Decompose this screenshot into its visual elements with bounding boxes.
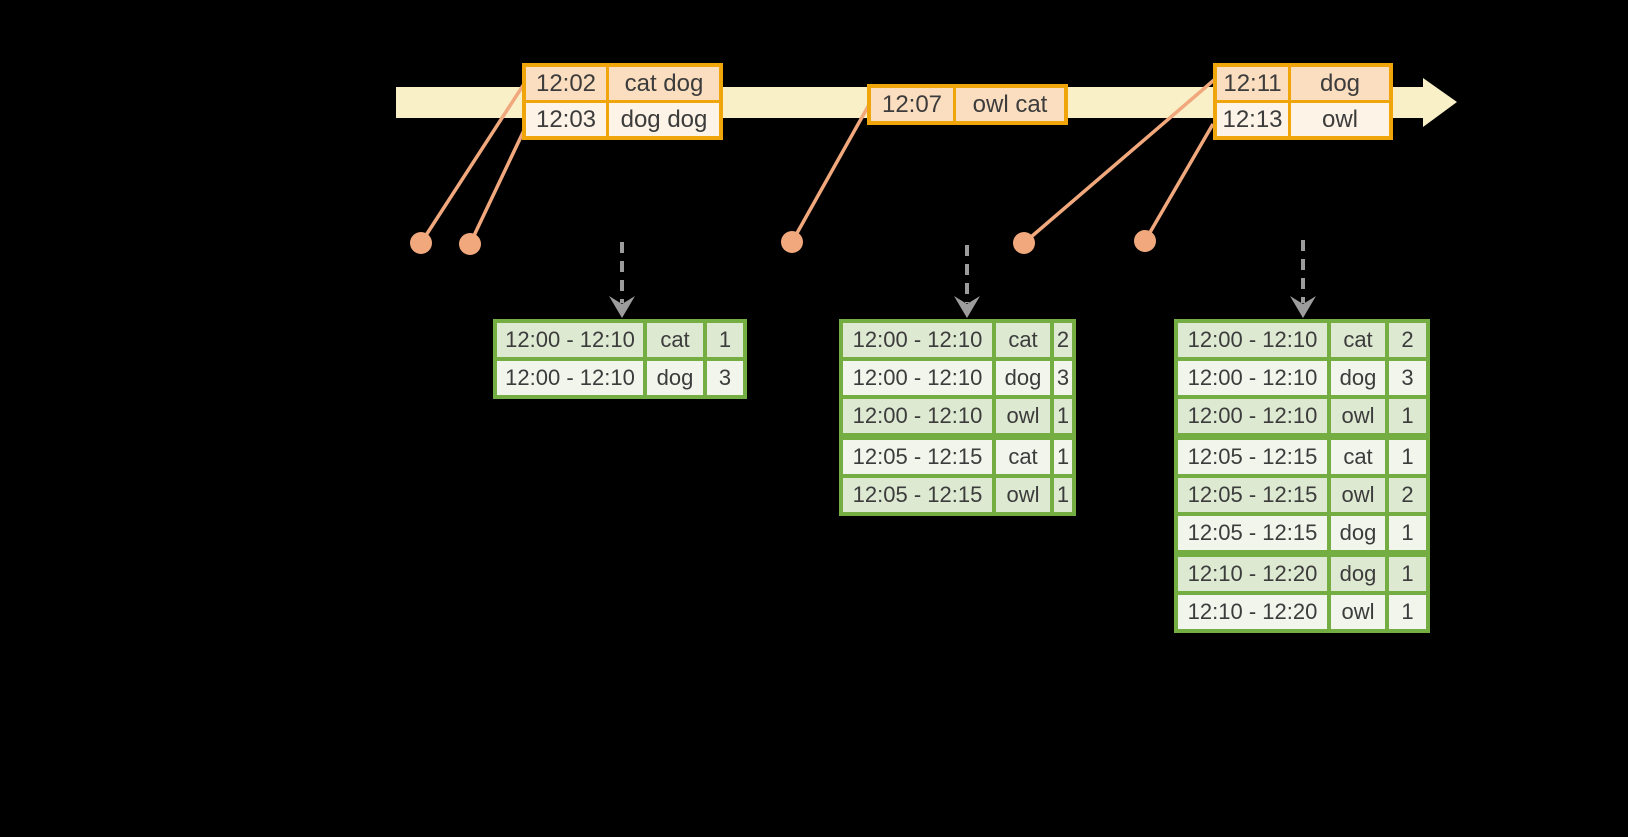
word-cell: dog — [1331, 516, 1385, 550]
word-cell: cat — [996, 440, 1050, 474]
window-cell: 12:00 - 12:10 — [497, 323, 643, 357]
connector-lines — [419, 78, 1216, 245]
time-cell: 12:03 — [526, 103, 606, 136]
count-cell: 1 — [1054, 440, 1072, 474]
count-cell: 1 — [1389, 557, 1426, 591]
word-cell: cat — [647, 323, 703, 357]
words-cell: dog dog — [609, 103, 719, 136]
word-cell: owl — [1331, 595, 1385, 629]
window-cell: 12:00 - 12:10 — [1178, 323, 1327, 357]
count-cell: 1 — [1389, 516, 1426, 550]
words-cell: owl cat — [956, 88, 1064, 121]
word-cell: dog — [996, 361, 1050, 395]
connector-line — [790, 102, 872, 243]
word-cell: dog — [1331, 361, 1385, 395]
window-cell: 12:00 - 12:10 — [497, 361, 643, 395]
window-cell: 12:05 - 12:15 — [1178, 478, 1327, 512]
event-dot — [1013, 232, 1035, 254]
arrow-down-icon — [609, 296, 635, 318]
connector-line — [1022, 78, 1216, 245]
window-cell: 12:05 - 12:15 — [1178, 440, 1327, 474]
count-cell: 3 — [1054, 361, 1072, 395]
time-cell: 12:02 — [526, 67, 606, 100]
connector-line — [419, 83, 526, 244]
count-cell: 1 — [707, 323, 743, 357]
word-cell: dog — [647, 361, 703, 395]
count-cell: 1 — [1389, 399, 1426, 433]
words-cell: owl — [1291, 103, 1389, 136]
event-dot — [410, 232, 432, 254]
time-cell: 12:07 — [871, 88, 953, 121]
words-cell: dog — [1291, 67, 1389, 100]
trigger-arrow-shafts — [620, 240, 1305, 303]
window-cell: 12:05 - 12:15 — [1178, 516, 1327, 550]
event-dot — [459, 233, 481, 255]
count-cell: 1 — [1389, 440, 1426, 474]
count-cell: 2 — [1389, 323, 1426, 357]
count-cell: 1 — [1389, 595, 1426, 629]
window-cell: 12:00 - 12:10 — [1178, 361, 1327, 395]
timeline-arrowhead-icon — [1423, 78, 1457, 127]
event-dot — [1134, 230, 1156, 252]
words-cell: cat dog — [609, 67, 719, 100]
event-dot — [781, 231, 803, 253]
word-cell: owl — [1331, 478, 1385, 512]
event-dots — [410, 230, 1156, 255]
window-cell: 12:00 - 12:10 — [1178, 399, 1327, 433]
count-cell: 1 — [1054, 399, 1072, 433]
window-cell: 12:00 - 12:10 — [843, 361, 992, 395]
count-cell: 1 — [1054, 478, 1072, 512]
word-cell: owl — [996, 478, 1050, 512]
time-cell: 12:11 — [1217, 67, 1288, 100]
window-cell: 12:05 - 12:15 — [843, 440, 992, 474]
window-cell: 12:10 - 12:20 — [1178, 595, 1327, 629]
word-cell: cat — [996, 323, 1050, 357]
arrow-down-icon — [954, 296, 980, 318]
word-cell: owl — [996, 399, 1050, 433]
time-cell: 12:13 — [1217, 103, 1288, 136]
word-cell: cat — [1331, 323, 1385, 357]
word-cell: dog — [1331, 557, 1385, 591]
count-cell: 3 — [1389, 361, 1426, 395]
count-cell: 2 — [1389, 478, 1426, 512]
count-cell: 3 — [707, 361, 743, 395]
window-cell: 12:00 - 12:10 — [843, 323, 992, 357]
word-cell: cat — [1331, 440, 1385, 474]
word-cell: owl — [1331, 399, 1385, 433]
arrow-down-icon — [1290, 296, 1316, 318]
window-cell: 12:05 - 12:15 — [843, 478, 992, 512]
window-cell: 12:10 - 12:20 — [1178, 557, 1327, 591]
connector-line — [1143, 123, 1215, 242]
count-cell: 2 — [1054, 323, 1072, 357]
connector-line — [468, 123, 529, 245]
window-cell: 12:00 - 12:10 — [843, 399, 992, 433]
trigger-arrowheads — [609, 296, 1316, 318]
